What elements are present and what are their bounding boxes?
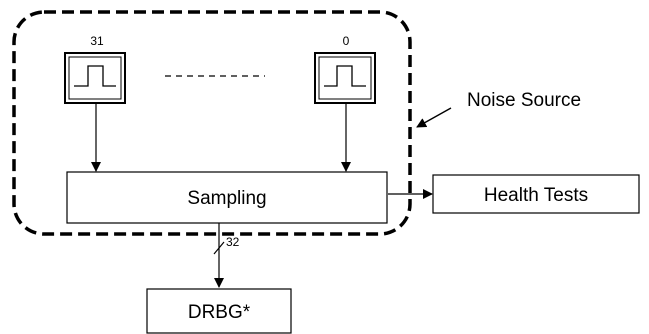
oscillator-right-box bbox=[314, 52, 376, 104]
sampling-label: Sampling bbox=[187, 188, 266, 209]
drbg-box bbox=[146, 288, 292, 334]
noise-source-pointer-arrow bbox=[416, 107, 452, 128]
bus-width-label: 32 bbox=[226, 235, 240, 249]
drbg-label: DRBG* bbox=[188, 302, 251, 323]
sampling-box bbox=[66, 171, 388, 224]
pulse-right-icon bbox=[324, 65, 366, 87]
health-tests-label: Health Tests bbox=[484, 185, 588, 206]
bus-width-slash bbox=[213, 241, 225, 255]
pulse-left-icon bbox=[74, 65, 116, 87]
oscillator-left-label: 31 bbox=[90, 34, 104, 48]
oscillator-right-label: 0 bbox=[343, 34, 350, 48]
noise-source-label: Noise Source bbox=[467, 90, 581, 111]
health-tests-box bbox=[432, 174, 640, 214]
oscillator-left-box bbox=[64, 52, 126, 104]
noise-source-boundary bbox=[12, 10, 412, 236]
